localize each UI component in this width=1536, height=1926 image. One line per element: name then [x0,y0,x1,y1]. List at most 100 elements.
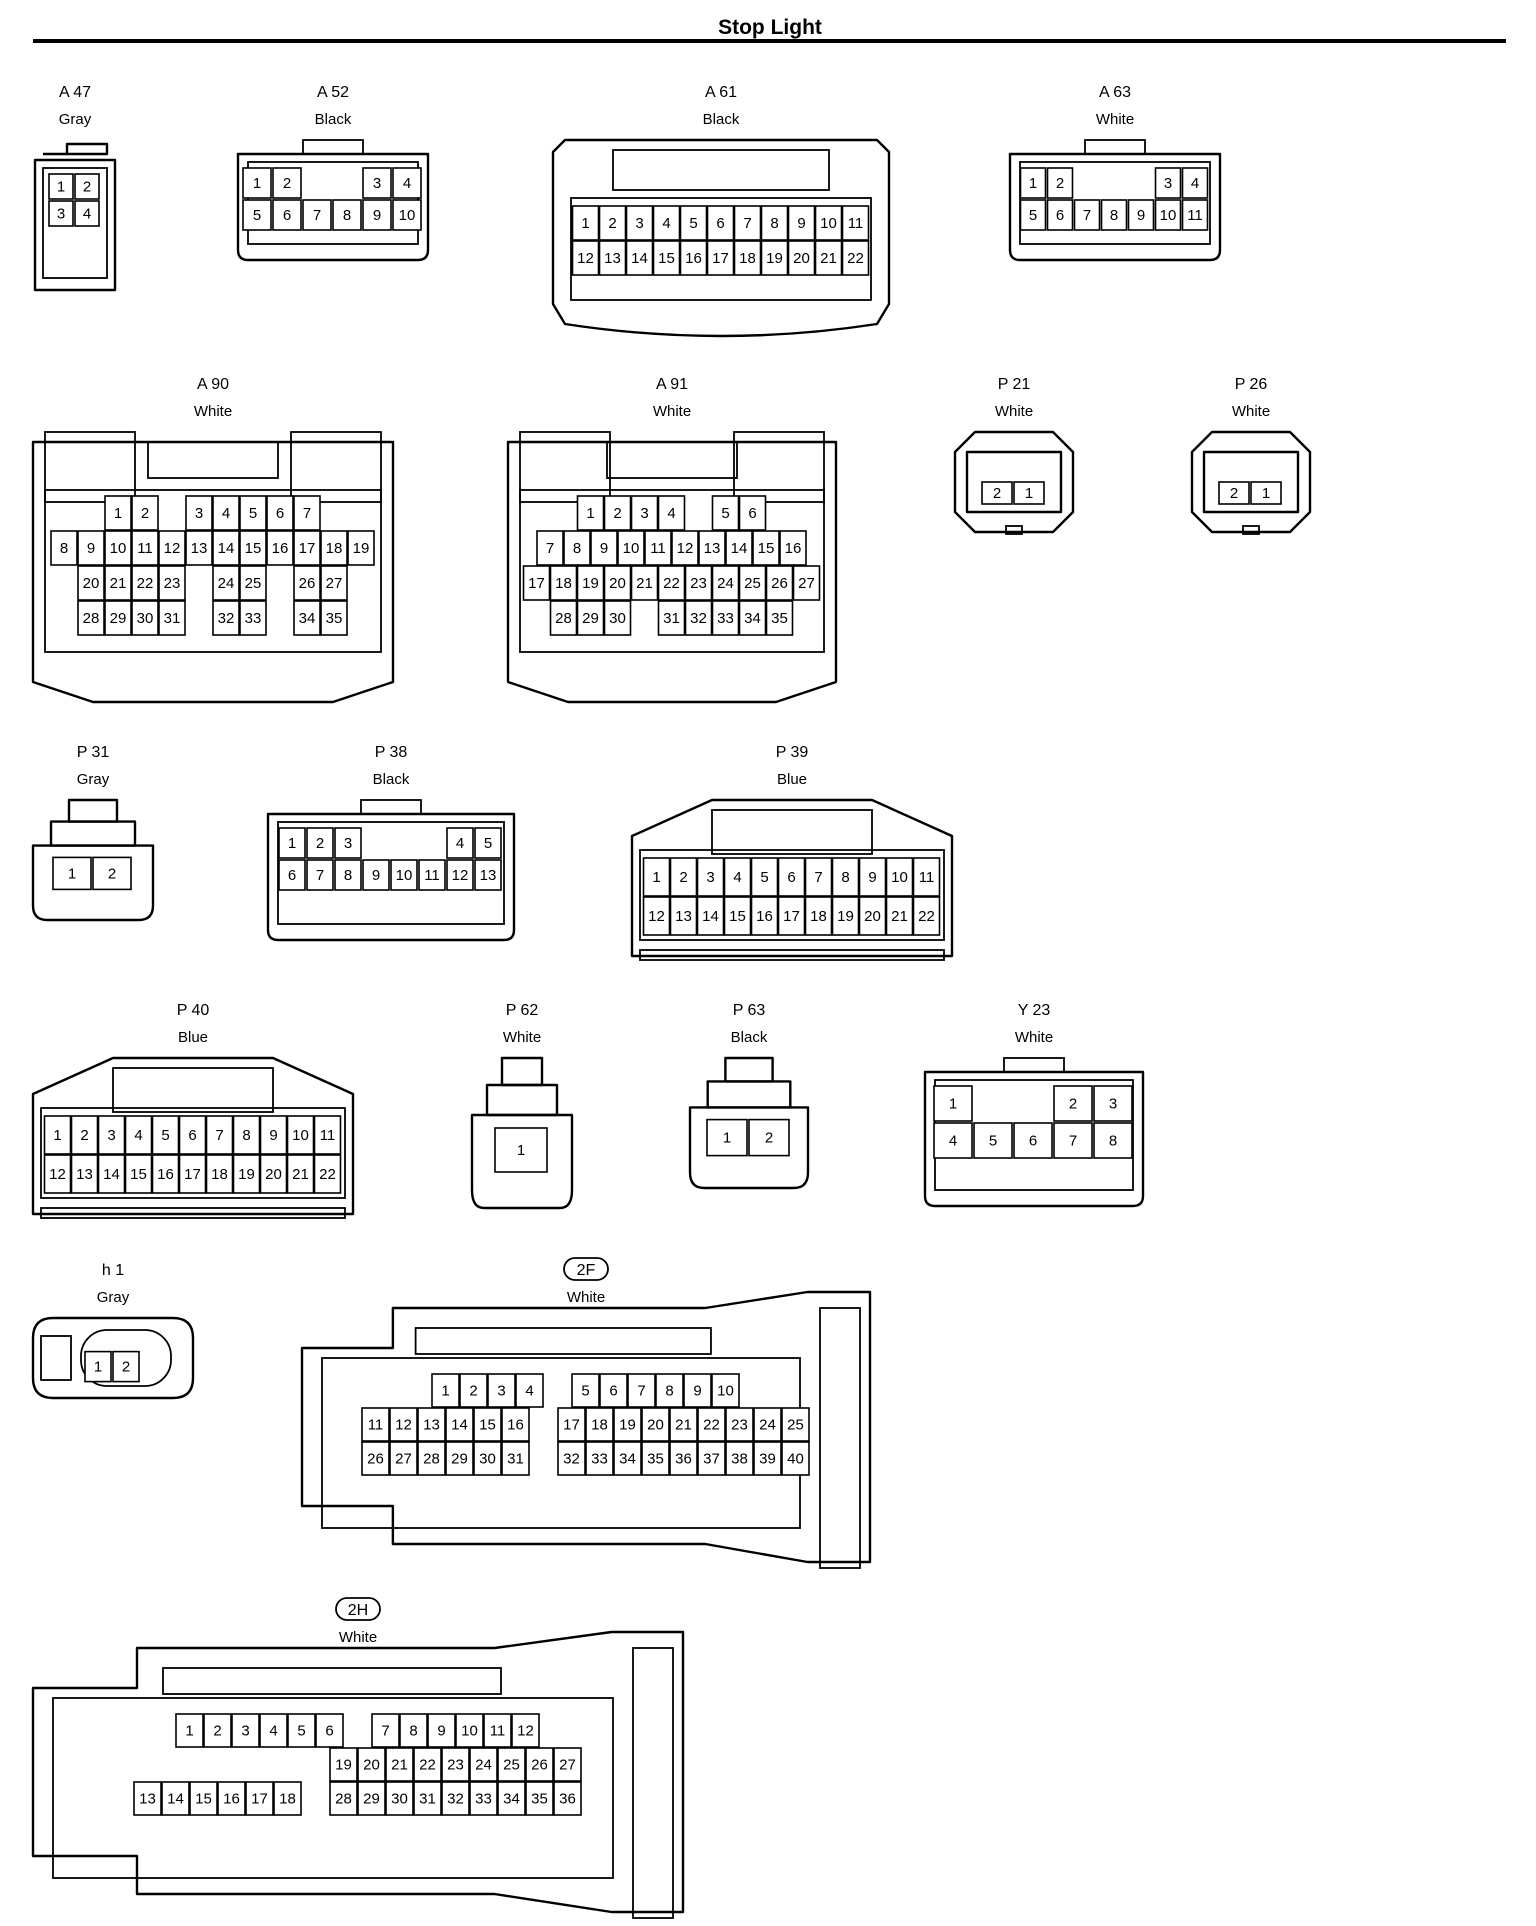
pin-cavity [357,1781,386,1816]
pin-number: 20 [363,1757,380,1774]
pin-cavity [293,530,321,566]
pin-number: 3 [344,835,352,852]
pin-cavity [446,827,474,859]
pin-cavity [585,1407,614,1442]
pin-number: 24 [717,575,734,592]
pin-number: 33 [245,610,262,627]
pin-cavity [711,565,740,601]
pin-number: 10 [820,215,837,232]
pin-cavity [671,530,699,566]
pin-number: 36 [675,1451,692,1468]
connector-code: 2H [348,1602,368,1619]
pin-cavity [598,240,627,276]
connector-code: Y 23 [1018,1002,1051,1019]
pin-cavity [1093,1085,1133,1122]
pin-cavity [557,1441,586,1476]
pin-number: 9 [372,867,380,884]
pin-cavity [885,857,914,897]
connector-code: A 63 [1099,84,1131,101]
pin-number: 10 [623,540,640,557]
pin-cavity [306,827,334,859]
pin-cavity [385,1747,414,1782]
pin-number: 19 [335,1757,352,1774]
connector-housing [688,1106,810,1190]
pin-cavity [272,167,302,199]
pin-number: 14 [451,1417,468,1434]
pin-number: 23 [164,575,181,592]
connector-color: White [1096,111,1134,128]
pin-cavity [151,1154,180,1194]
pin-number: 4 [456,835,464,852]
pin-number: 4 [134,1127,142,1144]
pin-number: 23 [690,575,707,592]
pin-cavity [77,600,105,636]
pin-number: 9 [797,215,805,232]
pin-number: 18 [555,575,572,592]
pin-cavity [431,1373,460,1408]
housing-detail [711,809,873,855]
pin-number: 35 [771,610,788,627]
pin-cavity [723,896,752,936]
pin-cavity [332,199,362,231]
pin-cavity [74,173,100,200]
pin-cavity [371,1713,400,1748]
housing-detail [40,1207,346,1219]
pin-number: 30 [391,1791,408,1808]
pin-number: 27 [395,1451,412,1468]
pin-cavity [525,1747,554,1782]
pin-cavity [203,1713,232,1748]
pin-number: 20 [265,1166,282,1183]
pin-number: 1 [517,1142,525,1159]
pin-cavity [669,896,698,936]
pin-cavity [473,1407,502,1442]
pin-cavity [1019,167,1047,199]
pin-number: 1 [581,215,589,232]
pin-number: 11 [490,1723,506,1740]
pin-cavity [557,1407,586,1442]
pin-number: 40 [787,1451,804,1468]
pin-cavity [1093,1122,1133,1159]
pin-cavity [765,565,794,601]
housing-detail [570,197,872,301]
connector-housing [31,844,155,922]
pin-cavity [320,600,348,636]
pin-cavity [603,600,632,636]
pin-number: 13 [704,540,721,557]
pin-cavity [603,565,632,601]
connector-housing [266,812,516,942]
pin-number: 9 [373,207,381,224]
page-title: Stop Light [718,16,822,39]
pin-cavity [293,495,321,531]
pin-cavity [753,1407,782,1442]
pin-number: 21 [891,908,908,925]
pin-cavity [841,205,870,241]
pin-cavity [655,1373,684,1408]
connector-color: White [653,403,691,420]
pin-cavity [641,1441,670,1476]
pin-number: 6 [276,505,284,522]
pin-number: 2 [993,485,1001,502]
pin-cavity [239,495,267,531]
pin-number: 12 [164,540,181,557]
connector-housing [923,1070,1145,1208]
pin-cavity [679,240,708,276]
pin-number: 1 [1262,485,1270,502]
pin-number: 11 [919,869,935,886]
connector-housing [31,1056,355,1216]
pin-number: 7 [743,215,751,232]
pin-cavity [286,1154,315,1194]
pin-number: 2 [1069,1096,1077,1113]
connector-color: Black [373,771,410,788]
pin-cavity [525,1781,554,1816]
pin-cavity [242,199,272,231]
pin-number: 19 [766,250,783,267]
pin-cavity [474,859,502,891]
pin-number: 9 [693,1383,701,1400]
pin-cavity [652,205,681,241]
pin-cavity [362,199,392,231]
pin-number: 3 [195,505,203,522]
pin-cavity [1073,199,1101,231]
pin-cavity [679,205,708,241]
pin-cavity [242,167,272,199]
